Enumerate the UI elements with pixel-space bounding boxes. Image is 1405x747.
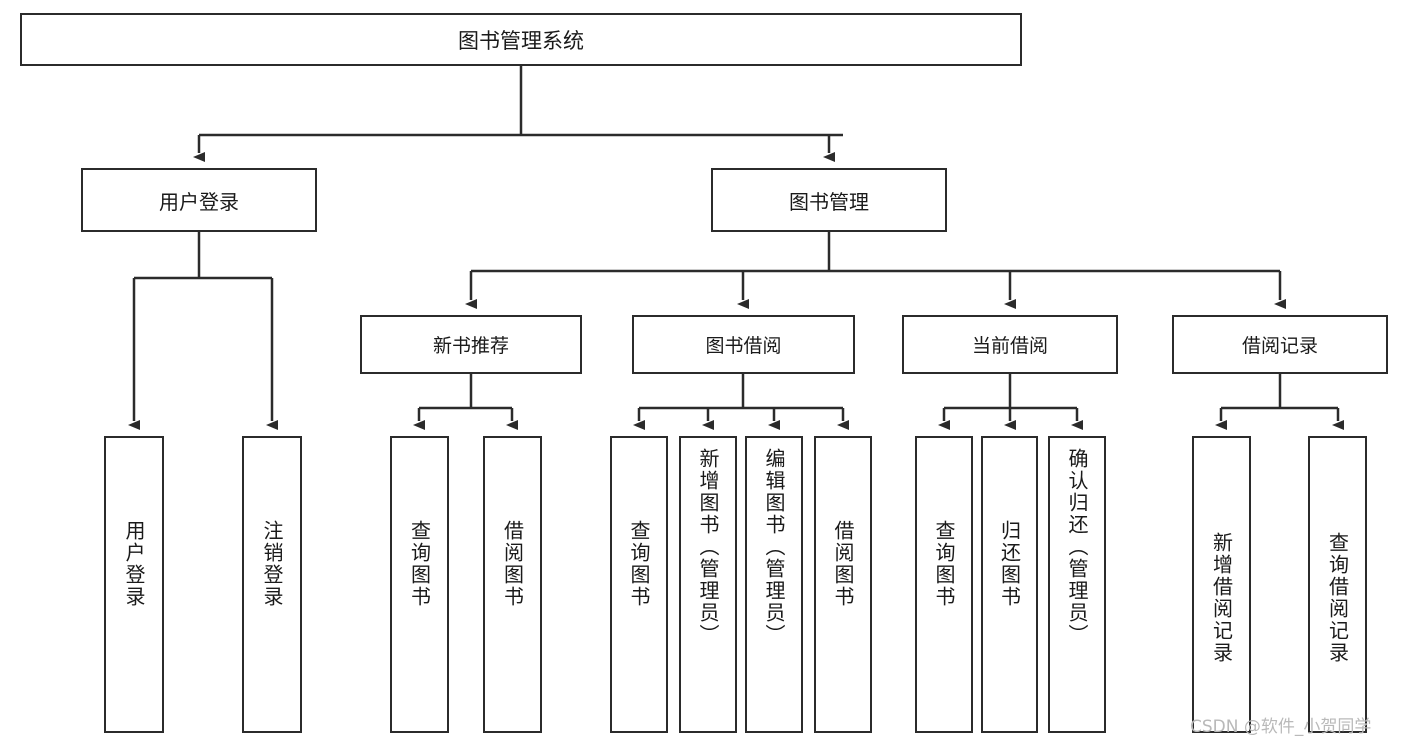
node-borrow-record[interactable]: 借阅记录 <box>1172 315 1388 374</box>
node-root-label: 图书管理系统 <box>458 28 584 53</box>
node-user-login[interactable]: 用户登录 <box>81 168 317 232</box>
csdn-watermark: CSDN @软件_小贺同学 <box>1190 717 1372 737</box>
node-current-borrow-label: 当前借阅 <box>971 335 1048 357</box>
node-leaf-add-borrow-record-label: 新增借阅记录 <box>1209 532 1234 664</box>
node-leaf-edit-book-admin-label: 编辑图书（管理员） <box>762 448 786 646</box>
node-new-book-rec[interactable]: 新书推荐 <box>360 315 582 374</box>
node-new-book-rec-label: 新书推荐 <box>432 335 509 357</box>
node-leaf-query-book-1[interactable]: 查询图书 <box>390 436 449 733</box>
node-leaf-return-book[interactable]: 归还图书 <box>981 436 1038 733</box>
node-leaf-user-login[interactable]: 用户登录 <box>104 436 164 733</box>
node-book-borrow-label: 图书借阅 <box>705 335 782 357</box>
node-leaf-user-login-label: 用户登录 <box>122 520 146 608</box>
node-leaf-edit-book-admin[interactable]: 编辑图书（管理员） <box>745 436 803 733</box>
node-leaf-borrow-book-1-label: 借阅图书 <box>500 520 525 608</box>
node-leaf-borrow-book-2[interactable]: 借阅图书 <box>814 436 872 733</box>
node-leaf-user-logout[interactable]: 注销登录 <box>242 436 302 733</box>
node-book-manage-label: 图书管理 <box>789 189 869 214</box>
node-leaf-confirm-return-admin-label: 确认归还（管理员） <box>1065 448 1089 646</box>
node-leaf-query-book-2-label: 查询图书 <box>627 520 651 608</box>
node-leaf-confirm-return-admin[interactable]: 确认归还（管理员） <box>1048 436 1106 733</box>
node-borrow-record-label: 借阅记录 <box>1241 335 1318 357</box>
node-book-borrow[interactable]: 图书借阅 <box>632 315 855 374</box>
node-leaf-query-book-3[interactable]: 查询图书 <box>915 436 973 733</box>
node-leaf-add-borrow-record[interactable]: 新增借阅记录 <box>1192 436 1251 733</box>
node-current-borrow[interactable]: 当前借阅 <box>902 315 1118 374</box>
node-user-login-label: 用户登录 <box>159 189 239 214</box>
node-leaf-query-book-1-label: 查询图书 <box>407 520 432 608</box>
node-leaf-borrow-book-2-label: 借阅图书 <box>831 520 855 608</box>
node-leaf-add-book-admin-label: 新增图书（管理员） <box>696 448 720 646</box>
node-leaf-query-book-2[interactable]: 查询图书 <box>610 436 668 733</box>
node-book-manage[interactable]: 图书管理 <box>711 168 947 232</box>
node-leaf-add-book-admin[interactable]: 新增图书（管理员） <box>679 436 737 733</box>
node-leaf-query-borrow-record[interactable]: 查询借阅记录 <box>1308 436 1367 733</box>
node-leaf-user-logout-label: 注销登录 <box>260 520 284 608</box>
node-leaf-return-book-label: 归还图书 <box>997 520 1022 608</box>
node-leaf-query-book-3-label: 查询图书 <box>932 520 956 608</box>
node-leaf-borrow-book-1[interactable]: 借阅图书 <box>483 436 542 733</box>
node-root[interactable]: 图书管理系统 <box>20 13 1022 66</box>
node-leaf-query-borrow-record-label: 查询借阅记录 <box>1325 532 1350 664</box>
